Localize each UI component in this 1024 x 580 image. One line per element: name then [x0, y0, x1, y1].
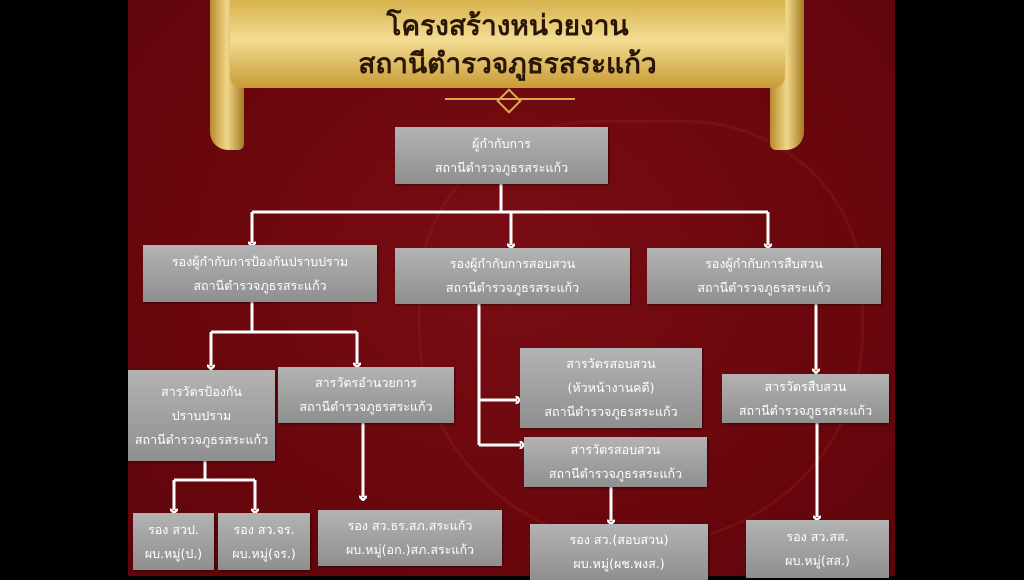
node-inspector-prevention: สารวัตรป้องกันปราบปรามสถานีตำรวจภูธรสระแ… — [128, 370, 275, 461]
node-sub-admin: รอง สว.ธร.สภ.สระแก้วผบ.หมู่(อก.)สภ.สระแก… — [318, 510, 502, 566]
node-line: ปราบปราม — [171, 407, 232, 423]
node-chief: ผู้กำกับการสถานีตำรวจภูธรสระแก้ว — [395, 127, 608, 184]
node-line: สถานีตำรวจภูธรสระแก้ว — [738, 402, 873, 418]
title-banner — [230, 0, 785, 88]
node-line: รอง สวป. — [148, 521, 199, 537]
node-sub-inquiry: รอง สว.(สอบสวน) ผบ.หมู่(ผช.พงส.) — [530, 524, 708, 580]
node-inspector-inquiry-head: สารวัตรสอบสวน (หัวหน้างานคดี) สถานีตำรวจภู… — [520, 348, 702, 428]
node-line: สถานีตำรวจภูธรสระแก้ว — [544, 404, 678, 419]
node-deputy-inquiry: รองผู้กำกับการสอบสวนสถานีตำรวจภูธรสระแก้… — [395, 248, 630, 304]
node-line: ผบ.หมู่(ผช.พงส.) — [573, 556, 665, 571]
node-line: สถานีตำรวจภูธรสระแก้ว — [697, 280, 831, 295]
node-line: สารวัตรสอบสวน — [566, 356, 656, 371]
node-line: รองผู้กำกับการป้องกันปราบปราม — [171, 253, 349, 269]
node-line: สถานีตำรวจภูธรสระแก้ว — [445, 280, 580, 295]
node-line: (หัวหน้างานคดี) — [567, 380, 655, 395]
node-line: สารวัตรป้องกัน — [161, 383, 242, 399]
node-line: สารวัตรอำนวยการ — [315, 375, 417, 390]
node-inspector-investigation: สารวัตรสืบสวนสถานีตำรวจภูธรสระแก้ว — [722, 374, 889, 423]
node-deputy-prevention: รองผู้กำกับการป้องกันปราบปรามสถานีตำรวจภ… — [143, 245, 377, 302]
node-line: ผบ.หมู่(สส.) — [785, 553, 850, 568]
title-line2: สถานีตำรวจภูธรสระแก้ว — [358, 47, 657, 80]
node-line: ผบ.หมู่(อก.)สภ.สระแก้ว — [345, 542, 475, 557]
node-line: สถานีตำรวจภูธรสระแก้ว — [548, 466, 683, 481]
node-inspector-inquiry: สารวัตรสอบสวนสถานีตำรวจภูธรสระแก้ว — [524, 437, 707, 487]
node-sub-investigation: รอง สว.สส. ผบ.หมู่(สส.) — [746, 520, 889, 578]
node-line: รองผู้กำกับการสอบสวน — [449, 256, 576, 271]
node-line: รองผู้กำกับการสืบสวน — [705, 256, 823, 271]
node-line: สถานีตำรวจภูธรสระแก้ว — [434, 159, 569, 175]
node-sub-traffic: รอง สว.จร. ผบ.หมู่(จร.) — [218, 513, 310, 570]
node-sub-prevention: รอง สวป. ผบ.หมู่(ป.) — [133, 513, 214, 570]
node-line: สถานีตำรวจภูธรสระแก้ว — [299, 399, 433, 414]
node-line: สถานีตำรวจภูธรสระแก้ว — [134, 431, 269, 447]
title-line1: โครงสร้างหน่วยงาน — [386, 9, 629, 42]
node-deputy-investigation: รองผู้กำกับการสืบสวนสถานีตำรวจภูธรสระแก้… — [647, 248, 881, 304]
node-line: สารวัตรสอบสวน — [570, 442, 661, 457]
node-line: รอง สว.สส. — [786, 529, 849, 544]
node-line: รอง สว.ธร.สภ.สระแก้ว — [347, 518, 473, 533]
node-line: สารวัตรสืบสวน — [764, 378, 847, 394]
node-line: สถานีตำรวจภูธรสระแก้ว — [193, 277, 327, 293]
node-line: ผบ.หมู่(จร.) — [232, 545, 296, 561]
node-line: รอง สว.(สอบสวน) — [569, 532, 669, 547]
node-inspector-admin: สารวัตรอำนวยการสถานีตำรวจภูธรสระแก้ว — [278, 367, 454, 423]
node-line: รอง สว.จร. — [233, 521, 295, 537]
node-line: ผู้กำกับการ — [472, 135, 531, 151]
ornament-divider — [445, 98, 575, 100]
node-line: ผบ.หมู่(ป.) — [144, 545, 203, 561]
